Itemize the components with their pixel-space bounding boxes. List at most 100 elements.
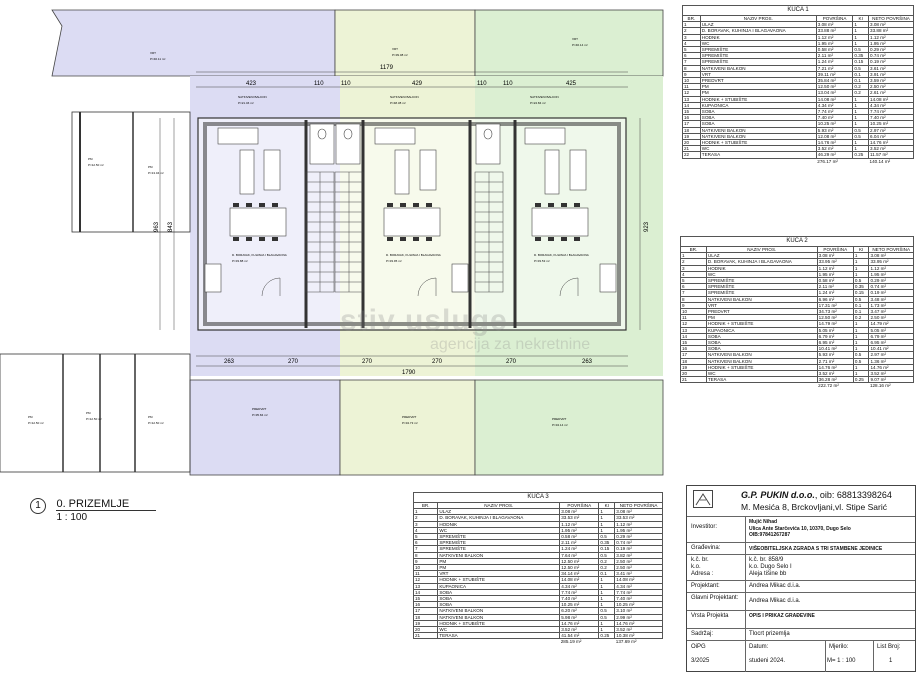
glavni-projektant-label: Glavni Projektant: [691, 595, 739, 601]
cell-net: 14.79 m² [868, 320, 914, 328]
cell-net: 6.79 m² [868, 332, 914, 341]
cell-net: 2.50 m² [868, 314, 914, 322]
cell-net: 2.50 m² [868, 83, 914, 91]
cell-area: 6.95 m² [816, 339, 854, 347]
projektant-value: Andrea Mikac d.i.a. [749, 583, 801, 589]
unit-2-garden-area: P=39.08 m² [392, 53, 408, 57]
kc-value: k.č. br. 858/9 [749, 557, 784, 563]
kuca-2-total-area: 222.72 m² [818, 383, 839, 389]
cell-area: 1.24 m² [815, 58, 854, 66]
cell-area: 3.08 m² [816, 252, 854, 260]
cell-area: 14.08 m² [815, 95, 854, 103]
dining-chairs [233, 203, 580, 241]
cell-name: SOBA [699, 114, 817, 122]
cell-area: 12.50 m² [816, 314, 854, 322]
title-block: G.P. PUKIN d.o.o., oib: 68813398264 M. M… [686, 485, 916, 672]
parking-bottom-2-label: PM [86, 411, 91, 415]
dim-top-5: 110 [477, 81, 487, 87]
company-address: M. Mesića 8, Brckovljani,vl. Stipe Sarić [741, 502, 887, 512]
investitor-oib: OIB:97841267287 [749, 532, 791, 538]
dim-bottom-4: 270 [432, 359, 443, 365]
sadrzaj-label: Sadržaj: [691, 631, 714, 637]
cell-name: SOBA [699, 120, 817, 128]
cell-net: 1.73 m² [868, 301, 914, 310]
cell-net: 33.95 m² [868, 258, 914, 266]
dim-left-outer: 963 [154, 221, 160, 232]
cell-net: 3.08 m² [868, 252, 914, 260]
cell-area: 2.71 m² [816, 357, 854, 365]
dim-bottom-1: 263 [224, 359, 235, 365]
company-oib: , oib: 68813398264 [814, 490, 892, 500]
balcony-1-label: NATKIVENI BALKON [238, 95, 267, 99]
adresa-value: Aleja tišine bb [749, 571, 787, 577]
parking-left-1-label: PM [88, 157, 93, 161]
company-name: G.P. PUKIN d.o.o. [741, 490, 815, 500]
balcony-2-label: NATKIVENI BALKON [390, 95, 419, 99]
dim-top-6: 110 [503, 81, 513, 87]
stairs-1 [305, 171, 335, 293]
vrsta-value: OPIS I PRIKAZ GRAĐEVINE [749, 613, 815, 619]
dim-top-7: 425 [566, 81, 577, 87]
door-swings [261, 277, 579, 297]
cell-net: 10.38 m² [614, 632, 663, 640]
cell-area: 33.95 m² [816, 258, 854, 266]
living-3-area: P=33.53 m² [534, 259, 550, 263]
dim-top-3: 110 [341, 81, 351, 87]
cell-area: 7.21 m² [815, 64, 854, 72]
unit-3-garden-area: P=46.14 m² [572, 43, 588, 47]
cell-net: 11.57 m² [868, 151, 914, 159]
cell-net: 3.48 m² [868, 295, 914, 303]
cell-name: HODNIK + STUBIŠTE [699, 95, 817, 103]
predvrt-2-label: PREDVRT [402, 415, 416, 419]
watermark: stiv usluge agencija za nekretnine [340, 304, 590, 354]
cell-area: 10.41 m² [816, 345, 854, 353]
cell-area: 17.31 m² [816, 301, 854, 310]
list-value: 1 [889, 658, 893, 664]
balcony-2-area: P=48.38 m² [390, 101, 406, 105]
col-area: POVRŠINA [559, 501, 600, 510]
parking-bottom-2-area: P=12.50 m² [86, 417, 102, 421]
cell-net: 7.74 m² [868, 108, 914, 116]
balcony-1-area: P=21.46 m² [238, 101, 254, 105]
cell-name: PM [699, 89, 817, 97]
cell-area: 12.50 m² [559, 564, 600, 572]
living-1-area: P=33.88 m² [232, 259, 248, 263]
cell-area: 36.28 m² [816, 376, 854, 384]
cell-net: 1.12 m² [868, 264, 914, 272]
predvrt-1-label: PREDVRT [252, 407, 266, 411]
investitor-name: Mujić Nihad [749, 519, 778, 525]
dimension-lines [159, 71, 641, 367]
unit-1-garden-area: P=46.11 m² [150, 57, 165, 61]
cell-net: 3.52 m² [868, 370, 914, 378]
cell-name: D. BORAVAK, KUHINJA I BLAGAVAONA [699, 27, 817, 35]
dim-top-1: 423 [246, 81, 257, 87]
oipg-value: 3/2025 [691, 658, 710, 664]
cell-area: 3.52 m² [816, 370, 854, 378]
cell-name: SOBA [699, 108, 817, 116]
cell-area: 1.12 m² [816, 264, 854, 272]
dim-right: 923 [644, 221, 650, 232]
cell-net: 0.74 m² [868, 283, 914, 291]
cell-net: 4.34 m² [868, 101, 914, 110]
cell-area: 14.76 m² [559, 619, 600, 628]
cell-area: 14.76 m² [815, 139, 854, 147]
wc-blocks [309, 123, 501, 165]
mjerilo-value: M= 1 : 100 [827, 658, 856, 664]
cell-area: 46.29 m² [815, 151, 854, 159]
